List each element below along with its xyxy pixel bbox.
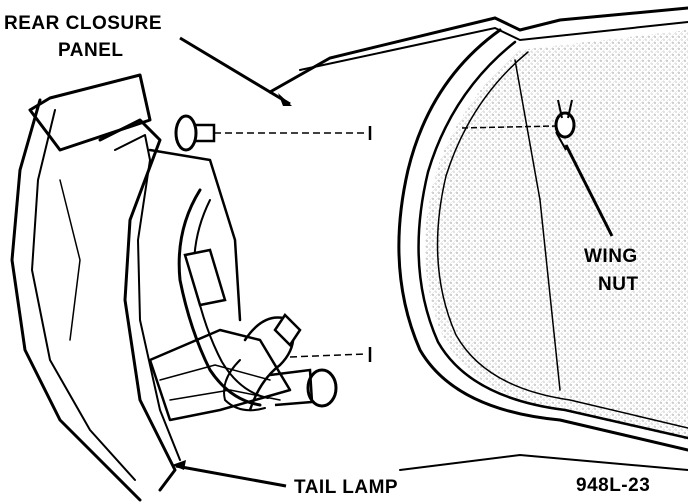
upper-bolt-icon <box>174 114 372 152</box>
label-wing: WING <box>584 246 638 267</box>
figure-id: 948L-23 <box>576 475 651 496</box>
label-nut: NUT <box>598 274 639 295</box>
wire-harness-icon <box>177 188 295 412</box>
wing-nut-leader <box>564 144 614 237</box>
wing-nut-icon <box>461 99 576 151</box>
tail-lamp-leader <box>175 464 287 488</box>
tail-lamp-housing <box>10 73 292 502</box>
bulb-socket-icon <box>269 313 338 408</box>
rear-closure-leader <box>179 36 291 106</box>
rear-closure-panel <box>268 6 688 471</box>
tail-lamp-arrowhead <box>172 460 186 470</box>
label-panel: PANEL <box>58 40 124 61</box>
rear-closure-arrowhead <box>278 93 292 106</box>
lower-bolt-icon <box>289 347 372 362</box>
label-rear-closure: REAR CLOSURE <box>4 13 163 34</box>
label-tail-lamp: TAIL LAMP <box>294 477 399 498</box>
